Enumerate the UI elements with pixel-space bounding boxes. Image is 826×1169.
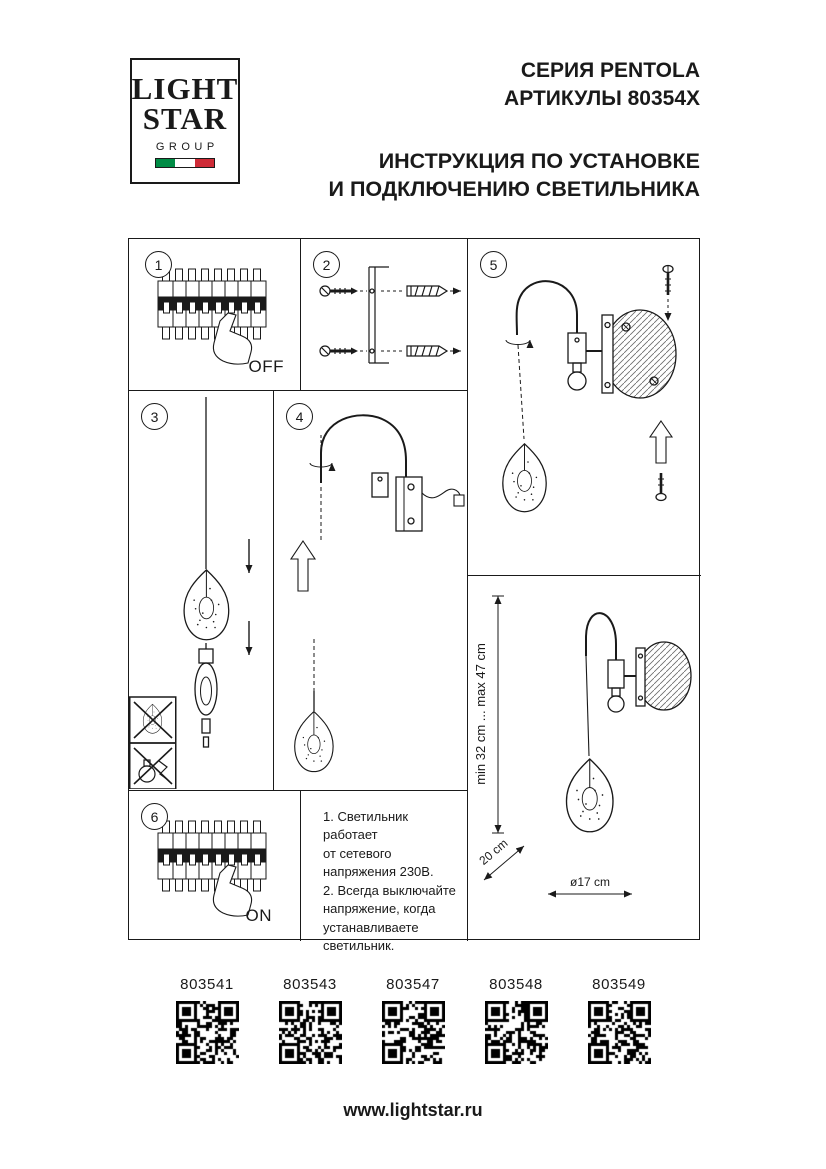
- articles-title: АРТИКУЛЫ 80354X: [504, 86, 700, 110]
- height-dimension-label: min 32 cm ... max 47 cm: [473, 643, 488, 785]
- logo-word-group: GROUP: [155, 141, 219, 154]
- safety-notes: 1. Светильник работает от сетевого напря…: [323, 809, 456, 954]
- step-1-badge: 1: [145, 251, 172, 278]
- dimensions-diagram: min 32 cm ... max 47 cm 20 cm ø17 cm: [473, 595, 692, 898]
- no-touch-bulb-icon: [133, 747, 173, 785]
- arm-adjustment-diagram: [289, 414, 465, 773]
- screws-anchors-diagram: [319, 266, 461, 364]
- article-item: 803547: [373, 976, 453, 1064]
- website-url: www.lightstar.ru: [343, 1100, 483, 1120]
- qr-code: [175, 1001, 239, 1064]
- series-title: СЕРИЯ PENTOLA: [520, 59, 700, 82]
- pendant-assembly-diagram: [129, 397, 253, 789]
- diameter-dimension-label: ø17 cm: [570, 875, 610, 889]
- qr-code: [381, 1001, 445, 1064]
- qr-code: [278, 1001, 342, 1064]
- instruction-title-line1: ИНСТРУКЦИЯ ПО УСТАНОВКЕ: [378, 149, 700, 174]
- step-3-badge: 3: [141, 403, 168, 430]
- article-number: 803547: [386, 976, 440, 993]
- article-item: 803543: [270, 976, 350, 1064]
- article-number: 803541: [180, 976, 234, 993]
- on-label: ON: [245, 906, 272, 925]
- step-6-panel: 6 ON: [129, 791, 301, 941]
- step-3-panel: 3: [129, 391, 274, 791]
- dimensions-panel: min 32 cm ... max 47 cm 20 cm ø17 cm: [468, 576, 701, 941]
- article-item: 803549: [579, 976, 659, 1064]
- article-item: 803541: [167, 976, 247, 1064]
- qr-code: [587, 1001, 651, 1064]
- italy-flag-icon: [155, 158, 215, 169]
- step-6-badge: 6: [141, 803, 168, 830]
- article-number: 803543: [283, 976, 337, 993]
- notes-panel: 1. Светильник работает от сетевого напря…: [301, 791, 468, 953]
- article-item: 803548: [476, 976, 556, 1064]
- logo-word-star: STAR: [142, 101, 228, 136]
- step-2-panel: 2: [301, 239, 468, 391]
- no-pull-icon: [133, 701, 173, 739]
- header-titles: СЕРИЯ PENTOLA АРТИКУЛЫ 80354X ИНСТРУКЦИЯ…: [329, 57, 700, 204]
- logo-word-light: LIGHT: [131, 70, 239, 106]
- step-4-panel: 4: [274, 391, 468, 791]
- step-4-badge: 4: [286, 403, 313, 430]
- article-number: 803549: [592, 976, 646, 993]
- step-5-badge: 5: [480, 251, 507, 278]
- lightstar-logo: LIGHT STAR GROUP: [130, 58, 240, 184]
- wall-mounting-diagram: [502, 264, 677, 513]
- qr-code: [484, 1001, 548, 1064]
- article-codes-row: 803541 803543 803547 803548 803549: [0, 976, 826, 1072]
- depth-dimension-label: 20 cm: [476, 836, 510, 868]
- off-label: OFF: [248, 357, 284, 376]
- step-1-panel: 1 OFF: [129, 239, 301, 391]
- instruction-title-line2: И ПОДКЛЮЧЕНИЮ СВЕТИЛЬНИКА: [328, 177, 700, 202]
- step-2-badge: 2: [313, 251, 340, 278]
- step-5-panel: 5: [468, 239, 701, 576]
- installation-diagram: 1 OFF: [128, 238, 701, 953]
- article-number: 803548: [489, 976, 543, 993]
